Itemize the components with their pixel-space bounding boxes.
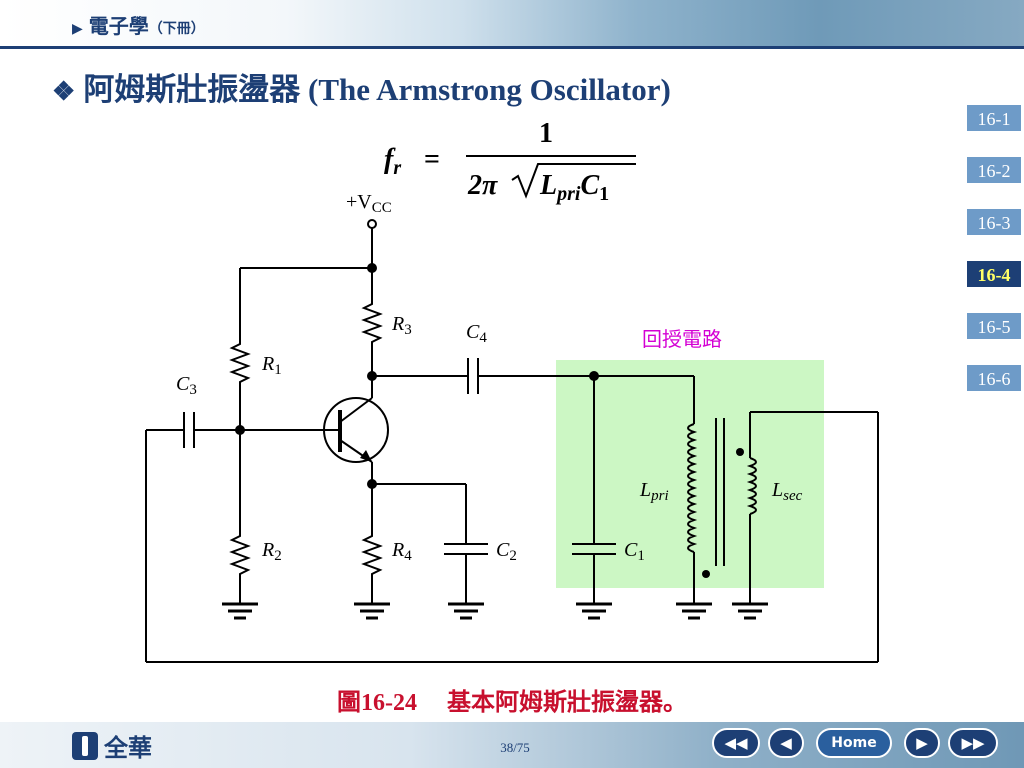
- ground-icon: [732, 602, 768, 620]
- component-labels: +VCC R1 R2 R3 R4 C3 C4 C2 C1 Lpri Lsec: [176, 191, 803, 564]
- formula-denom-C: C: [580, 170, 599, 201]
- label-R2: R2: [261, 539, 282, 564]
- publisher-logo-icon: [72, 731, 98, 760]
- tab-16-2[interactable]: 16-2: [966, 156, 1022, 184]
- square-root-icon: [511, 163, 636, 199]
- page-number: 38/75: [500, 740, 530, 755]
- formula-lhs: f: [384, 144, 396, 175]
- ground-symbols: [222, 602, 768, 620]
- play-arrow-icon: ▶: [72, 21, 83, 37]
- publisher-logo: 全華: [72, 728, 152, 763]
- feedback-label: 回授電路: [642, 327, 722, 351]
- home-button[interactable]: Home: [816, 728, 892, 758]
- svg-text:LpriC1: LpriC1: [539, 170, 609, 205]
- junction-dots: [235, 263, 744, 578]
- last-slide-button[interactable]: ▶▶: [948, 728, 998, 758]
- formula-equals: =: [424, 144, 440, 175]
- ground-icon: [676, 602, 712, 620]
- first-slide-button[interactable]: ◀◀: [712, 728, 760, 758]
- previous-slide-button[interactable]: ◀: [768, 728, 804, 758]
- resonant-frequency-formula: fr = 1 2π LpriC1: [384, 118, 636, 205]
- section-nav: 16-1 16-2 16-3 16-4 16-5 16-6: [966, 104, 1022, 416]
- svg-text:fr: fr: [384, 144, 401, 179]
- ground-icon: [222, 602, 258, 620]
- label-R4: R4: [391, 539, 412, 564]
- figure-number: 圖16-24: [337, 690, 417, 716]
- label-R1: R1: [261, 353, 282, 378]
- label-C4: C4: [466, 321, 487, 346]
- label-Lsec: Lsec: [771, 479, 803, 504]
- formula-lhs-sub: r: [393, 157, 401, 179]
- tab-16-4[interactable]: 16-4: [966, 260, 1022, 288]
- header-band: [0, 0, 1024, 46]
- slide-title: ❖阿姆斯壯振盪器 (The Armstrong Oscillator): [52, 72, 671, 107]
- formula-numerator: 1: [539, 118, 553, 149]
- formula-denom-L: L: [539, 170, 557, 201]
- vcc-label: +VCC: [346, 191, 392, 216]
- diamond-bullet-icon: ❖: [52, 77, 76, 106]
- figure-caption: 圖16-24 基本阿姆斯壯振盪器。: [0, 682, 1024, 717]
- tab-16-1[interactable]: 16-1: [966, 104, 1022, 132]
- label-Lpri: Lpri: [639, 479, 669, 504]
- formula-denom-coeff: 2π: [467, 170, 498, 201]
- ground-icon: [354, 602, 390, 620]
- label-C2: C2: [496, 539, 517, 564]
- formula-denom-C-sub: 1: [599, 183, 609, 205]
- tab-16-5[interactable]: 16-5: [966, 312, 1022, 340]
- book-title: ▶電子學（下冊）: [72, 14, 205, 38]
- tab-16-3[interactable]: 16-3: [966, 208, 1022, 236]
- next-slide-button[interactable]: ▶: [904, 728, 940, 758]
- formula-denom-L-sub: pri: [555, 183, 581, 205]
- tab-16-6[interactable]: 16-6: [966, 364, 1022, 392]
- label-C3: C3: [176, 373, 197, 398]
- emitter-arrow-icon: [360, 450, 372, 462]
- label-R3: R3: [391, 313, 412, 338]
- header-divider: [0, 46, 1024, 49]
- label-C1: C1: [624, 539, 645, 564]
- circuit-wires: [145, 219, 879, 663]
- ground-icon: [448, 602, 484, 620]
- figure-text: 基本阿姆斯壯振盪器。: [447, 690, 687, 716]
- ground-icon: [576, 602, 612, 620]
